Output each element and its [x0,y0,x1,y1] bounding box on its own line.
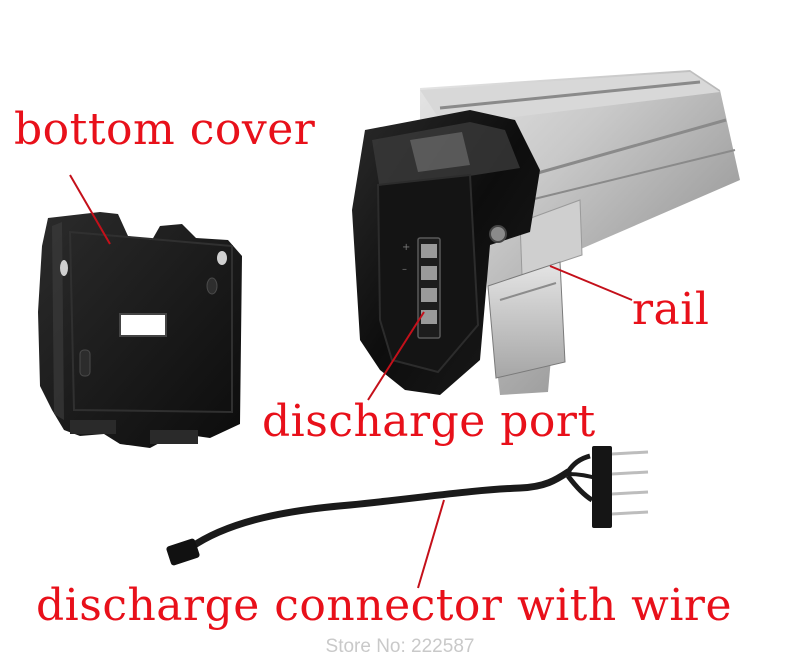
bottom-cover [38,212,242,448]
discharge-port [417,237,441,339]
leader-discharge-port [367,311,425,401]
leader-connector [417,499,445,589]
svg-text:+: + [402,242,410,253]
wire-plug [166,538,200,566]
svg-text:–: – [402,264,407,275]
discharge-connector [166,446,649,566]
bottom-cover-label: bottom cover [14,104,316,155]
leader-rail [549,265,633,301]
discharge-connector-label: discharge connector with wire [36,580,732,631]
battery-pack: + – [352,70,740,395]
store-watermark: Store No: 222587 [325,636,475,657]
watermark-bar [0,631,800,663]
discharge-port-label: discharge port [262,396,596,447]
screw [489,225,507,243]
leader-lines [69,174,633,589]
leader-bottom-cover [69,174,111,245]
connector-wire [186,468,572,552]
rail-label: rail [632,284,710,335]
cover-hole [119,313,167,337]
rail [487,261,566,379]
pin-connector [592,446,612,528]
case-sticker [519,199,583,276]
